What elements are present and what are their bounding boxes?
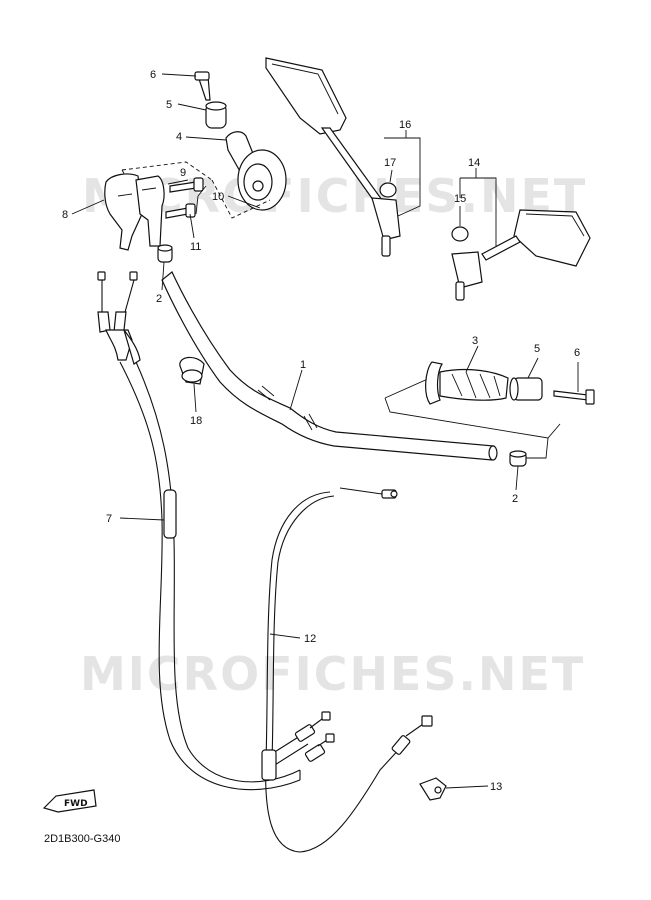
- fwd-label: FWD: [64, 799, 88, 809]
- callout-8: 8: [62, 209, 68, 221]
- clutch-cable: [261, 487, 447, 853]
- grip-assembly-right: [384, 361, 595, 459]
- callout-7: 7: [106, 513, 112, 525]
- mirror-left: [265, 57, 421, 257]
- collar-left: [157, 244, 173, 263]
- callout-6-left: 6: [150, 69, 156, 81]
- throttle-cables: [97, 271, 335, 791]
- callout-4: 4: [176, 131, 182, 143]
- callout-9: 9: [180, 167, 186, 179]
- handlebar: [161, 271, 498, 461]
- screw-right: [553, 390, 589, 401]
- drawing-code: 2D1B300-G340: [44, 833, 120, 845]
- leader-lines: [71, 73, 579, 789]
- grip-assembly-left: [104, 71, 287, 251]
- callout-16: 16: [399, 119, 411, 131]
- watermark-bottom: MICROFICHES.NET: [80, 647, 585, 701]
- callout-13: 13: [490, 781, 502, 793]
- callout-5-left: 5: [166, 99, 172, 111]
- callout-14: 14: [468, 157, 480, 169]
- callout-15: 15: [454, 193, 466, 205]
- callout-1: 1: [300, 359, 306, 371]
- callout-6-right: 6: [574, 347, 580, 359]
- callout-18: 18: [190, 415, 202, 427]
- callouts: 6 5 4 9 8 10 11 2 1 3 5 6 2 7 12 13 18 1…: [62, 69, 580, 793]
- callout-12: 12: [304, 633, 316, 645]
- callout-2-right: 2: [512, 493, 518, 505]
- collar-right: [509, 450, 527, 467]
- callout-10: 10: [212, 191, 224, 203]
- cable-clip: [179, 356, 205, 385]
- mirror-right: [451, 177, 591, 301]
- callout-11: 11: [190, 241, 201, 253]
- callout-17: 17: [384, 157, 396, 169]
- callout-2-left: 2: [156, 293, 162, 305]
- callout-3: 3: [472, 335, 478, 347]
- callout-5-right: 5: [534, 343, 540, 355]
- fwd-arrow: FWD: [42, 789, 97, 813]
